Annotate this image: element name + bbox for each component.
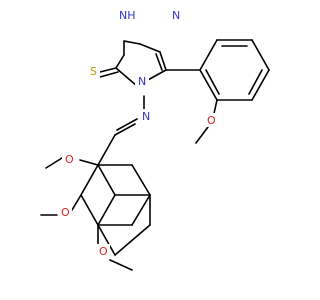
- atom-label-s: S: [90, 65, 97, 78]
- atom-label-o-methoxy-3: O: [99, 245, 108, 258]
- atom-label-o-methoxy-2: O: [61, 206, 70, 219]
- bond: [114, 224, 151, 256]
- atom-label-n-ring-top: N: [172, 9, 180, 22]
- bond: [71, 194, 82, 211]
- bond: [45, 157, 63, 169]
- bond: [155, 53, 163, 71]
- bond: [195, 126, 209, 144]
- bond: [248, 69, 263, 95]
- bond: [251, 69, 270, 101]
- bond: [99, 67, 117, 73]
- structure-canvas: NH N N N S O O O O: [40, 8, 270, 271]
- label-bg: [88, 64, 100, 78]
- bond: [97, 164, 116, 196]
- bond: [116, 118, 138, 131]
- bond: [131, 164, 151, 196]
- bond: [139, 43, 161, 53]
- bond: [99, 71, 119, 78]
- bond: [79, 159, 99, 166]
- atom-label-nh: NH: [119, 9, 136, 22]
- label-bg: [139, 109, 153, 123]
- bond: [97, 134, 116, 166]
- bond: [205, 69, 220, 95]
- label-bg: [204, 113, 218, 127]
- bond: [97, 194, 116, 226]
- bond: [159, 51, 167, 71]
- molecule-structure: NH N N N S O O O O: [40, 8, 270, 271]
- bond: [80, 194, 99, 226]
- bond: [80, 164, 99, 196]
- atom-label-n-imine: N: [142, 110, 150, 123]
- label-bg: [62, 152, 76, 166]
- bond: [109, 259, 133, 271]
- bond: [97, 224, 116, 256]
- bond: [115, 67, 138, 87]
- bond: [115, 54, 125, 69]
- bond: [199, 39, 218, 71]
- label-bg: [96, 244, 110, 258]
- atom-label-o-methoxy-right: O: [207, 114, 216, 127]
- label-bg: [135, 74, 149, 88]
- atom-label-n-ring-center: N: [138, 75, 146, 88]
- bond: [131, 194, 151, 226]
- bond: [114, 123, 136, 136]
- bond: [199, 69, 218, 101]
- label-bg: [116, 8, 142, 22]
- bond: [251, 39, 270, 71]
- label-bg: [58, 205, 72, 219]
- bond: [123, 40, 141, 45]
- label-bg: [170, 8, 184, 22]
- atom-label-o-methoxy-1: O: [65, 153, 74, 166]
